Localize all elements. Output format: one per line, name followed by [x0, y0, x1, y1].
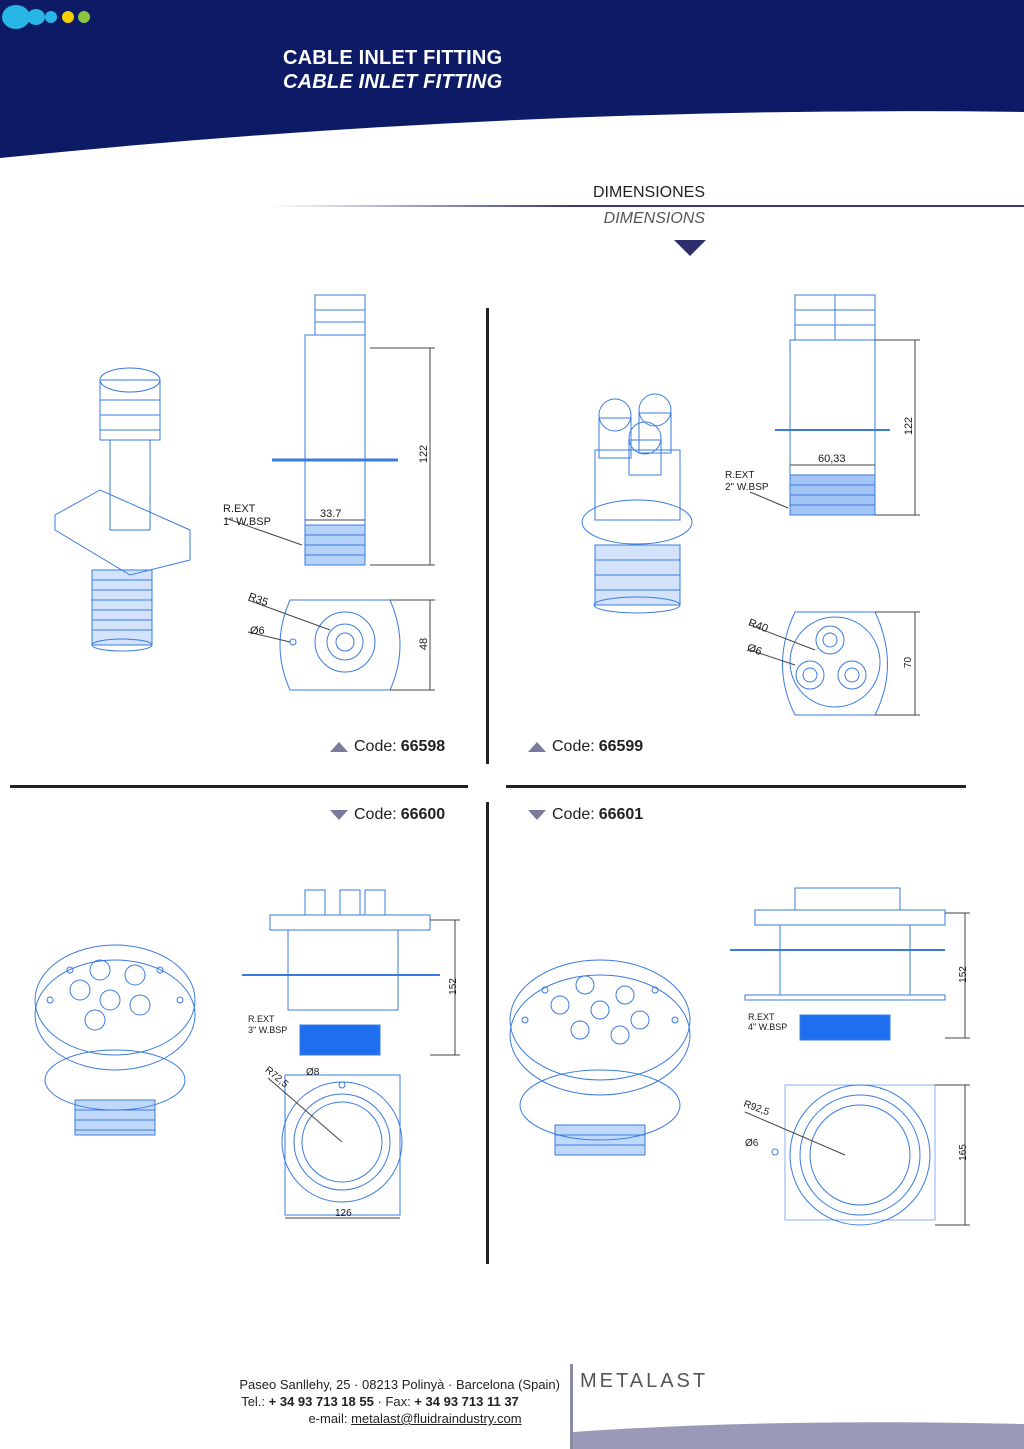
thread-size: 4" W.BSP [748, 1022, 788, 1032]
product-code-66598: Code: 66598 [330, 738, 445, 756]
side-view [730, 887, 970, 1041]
fax-label: · Fax: [377, 1394, 411, 1409]
grid-divider-horizontal-right [506, 785, 966, 788]
arrow-up-icon [330, 742, 348, 752]
fax-number: + 34 93 713 11 37 [414, 1394, 519, 1409]
code-key: Code: [354, 738, 397, 755]
isometric-view [581, 393, 693, 614]
dim-label-height: 152 [957, 966, 969, 983]
title-block: CABLE INLET FITTING CABLE INLET FITTING [283, 46, 502, 94]
tel-label: Tel.: [241, 1394, 266, 1409]
arrow-down-icon [330, 810, 348, 820]
isometric-view [34, 944, 196, 1136]
footer-contact: Paseo Sanllehy, 25 · 08213 Polinyà · Bar… [200, 1376, 560, 1427]
footer-phone-line: Tel.: + 34 93 713 18 55 · Fax: + 34 93 7… [200, 1393, 560, 1410]
page-header: CABLE INLET FITTING CABLE INLET FITTING [0, 0, 1024, 170]
footer-band [573, 1422, 1024, 1449]
isometric-view [509, 959, 691, 1156]
email-link[interactable]: metalast@fluidraindustry.com [351, 1411, 522, 1426]
dim-label-width: 70 [903, 656, 915, 669]
product-code-66599: Code: 66599 [528, 738, 643, 756]
thread-label: R.EXT [725, 470, 755, 481]
grid-divider-vertical-top [486, 308, 489, 764]
dim-label-width: 48 [418, 637, 431, 651]
arrow-down-icon [528, 810, 546, 820]
code-key: Code: [552, 806, 595, 823]
code-key: Code: [354, 806, 397, 823]
grid-divider-vertical-bottom [486, 802, 489, 1264]
dim-label-height: 152 [447, 978, 459, 995]
thread-label: R.EXT [748, 1012, 775, 1022]
thread-size: 1" W.BSP [223, 516, 271, 528]
product-code-66601: Code: 66601 [528, 806, 643, 824]
code-value: 66598 [400, 738, 446, 755]
email-label: e-mail: [308, 1411, 348, 1426]
code-value: 66599 [598, 738, 644, 755]
page-title: CABLE INLET FITTING [283, 47, 503, 69]
tel-number: + 34 93 713 18 55 [268, 1394, 374, 1409]
side-view [242, 889, 460, 1056]
technical-drawing-66601: 152 165 R.EXT 4" W.BSP R92,5 Ø6 [505, 880, 985, 1230]
section-subtitle: DIMENSIONS [603, 210, 705, 227]
page-subtitle: CABLE INLET FITTING [283, 71, 503, 93]
code-key: Code: [552, 738, 595, 755]
arrow-up-icon [528, 742, 546, 752]
hole-label: Ø6 [250, 625, 265, 637]
section-divider [270, 205, 1024, 207]
side-view [224, 294, 435, 566]
grid-divider-horizontal-left [10, 785, 468, 788]
dim-label-height: 122 [903, 416, 916, 436]
dim-label-width: 126 [335, 1208, 352, 1219]
footer-address: Paseo Sanllehy, 25 · 08213 Polinyà · Bar… [239, 1377, 560, 1392]
hole-label: Ø8 [306, 1067, 320, 1078]
top-view [744, 1084, 970, 1226]
technical-drawing-66600: 152 126 R.EXT 3" W.BSP R72,5 Ø8 [30, 880, 470, 1230]
technical-drawing-66599: 60,33 122 70 R.EXT 2" W.BSP R40 Ø6 [570, 290, 970, 720]
arrow-down-icon [674, 240, 706, 256]
thread-size: 3" W.BSP [248, 1025, 288, 1035]
thread-label: R.EXT [248, 1014, 275, 1024]
dim-label-diameter: 33.7 [320, 508, 342, 520]
brand-logo: METALAST [580, 1370, 709, 1392]
dim-label-width: 165 [957, 1144, 969, 1161]
hole-label: Ø6 [745, 1138, 759, 1149]
side-view [749, 294, 920, 516]
section-title: DIMENSIONES [592, 184, 705, 201]
dim-label-height: 122 [418, 444, 431, 464]
thread-size: 2" W.BSP [725, 482, 769, 493]
company-logo-icon [2, 5, 90, 29]
isometric-view [54, 367, 191, 652]
product-code-66600: Code: 66600 [330, 806, 445, 824]
footer-divider [570, 1364, 573, 1449]
dim-label-diameter: 60,33 [818, 453, 846, 465]
footer-email-line: e-mail: metalast@fluidraindustry.com [200, 1410, 560, 1427]
top-view [247, 599, 435, 691]
thread-label: R.EXT [223, 503, 256, 515]
technical-drawing-66598: 33.7 122 48 R.EXT 1" W.BSP R35 Ø6 [40, 290, 460, 710]
top-view [749, 611, 920, 716]
top-view [267, 1074, 403, 1219]
code-value: 66600 [400, 806, 446, 823]
header-band [0, 0, 1024, 158]
code-value: 66601 [598, 806, 644, 823]
